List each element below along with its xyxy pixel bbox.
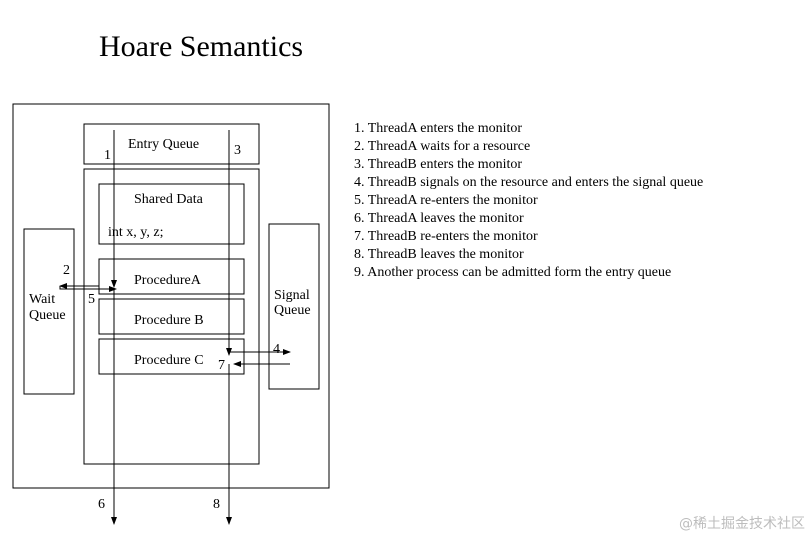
step-7: 7. ThreadB re-enters the monitor: [354, 229, 538, 244]
step-6: 6. ThreadA leaves the monitor: [354, 211, 524, 226]
procedure-b-label: Procedure B: [134, 313, 204, 328]
monitor-box: [12, 103, 330, 489]
variables-label: int x, y, z;: [108, 225, 163, 240]
steps-list: 1. ThreadA enters the monitor 2. ThreadA…: [354, 120, 703, 282]
wait-queue-box: [23, 228, 75, 395]
step-label-8: 8: [213, 497, 220, 512]
step-9: 9. Another process can be admitted form …: [354, 265, 672, 280]
procedure-a-label: ProcedureA: [134, 273, 202, 288]
wait-queue-label-line2: Queue: [29, 308, 66, 323]
step-5: 5. ThreadA re-enters the monitor: [354, 193, 538, 208]
procedure-c-box: [98, 338, 245, 375]
arrow-step-5: [59, 286, 117, 292]
entry-queue-box: [83, 123, 260, 165]
watermark: @稀土掘金技术社区: [679, 516, 805, 532]
diagram-title: Hoare Semantics: [99, 30, 304, 63]
signal-queue-box: [268, 223, 320, 390]
shared-data-label: Shared Data: [134, 192, 204, 207]
procedure-a-box: [98, 258, 245, 295]
shared-data-box: [98, 183, 245, 245]
signal-queue-label-line1: Signal: [274, 288, 310, 303]
wait-queue-label-line1: Wait: [29, 292, 55, 307]
step-8: 8. ThreadB leaves the monitor: [354, 247, 524, 262]
step-label-6: 6: [98, 497, 105, 512]
step-label-4: 4: [273, 342, 280, 357]
entry-queue-label: Entry Queue: [128, 137, 199, 152]
step-2: 2. ThreadA waits for a resource: [354, 139, 531, 154]
signal-queue-label-line2: Queue: [274, 303, 311, 318]
procedure-b-box: [98, 298, 245, 335]
step-label-1: 1: [104, 148, 111, 163]
procedure-c-label: Procedure C: [134, 353, 204, 368]
step-label-3: 3: [234, 143, 241, 158]
step-3: 3. ThreadB enters the monitor: [354, 157, 523, 172]
step-4: 4. ThreadB signals on the resource and e…: [354, 175, 704, 190]
step-label-7: 7: [218, 358, 225, 373]
step-label-2: 2: [63, 263, 70, 278]
monitor-body-box: [83, 168, 260, 465]
step-1: 1. ThreadA enters the monitor: [354, 121, 523, 136]
step-label-5: 5: [88, 292, 95, 307]
